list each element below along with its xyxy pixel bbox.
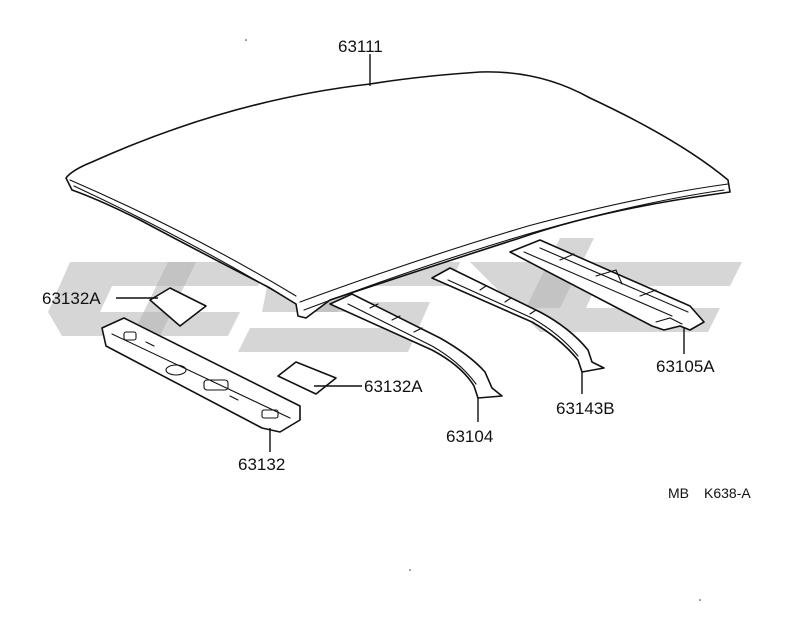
scan-speck [245,39,247,41]
front-header-panel [101,317,301,433]
front-rail-pad-upper [149,287,207,327]
label-rear-roof-rail: 63105A [656,357,715,376]
label-roof-bow-front: 63104 [446,427,493,446]
figure-code-prefix: MB [668,485,689,501]
front-rail-pad-lower [277,361,337,395]
roof-bow-front [329,293,503,399]
scan-speck [699,599,701,601]
label-roof-bow-middle: 63143B [556,399,615,418]
scan-speck [409,569,411,571]
label-front-rail-pad-lower: 63132A [364,377,423,396]
roof-bow-middle [431,267,605,373]
roof-panel [65,71,731,319]
leader-lines [116,54,685,452]
label-front-rail-pad-upper: 63132A [42,289,101,308]
label-roof-panel: 63111 [338,37,383,56]
rear-roof-rail [509,239,705,331]
figure-code: K638-A [704,485,751,501]
label-front-header-panel: 63132 [238,455,285,474]
